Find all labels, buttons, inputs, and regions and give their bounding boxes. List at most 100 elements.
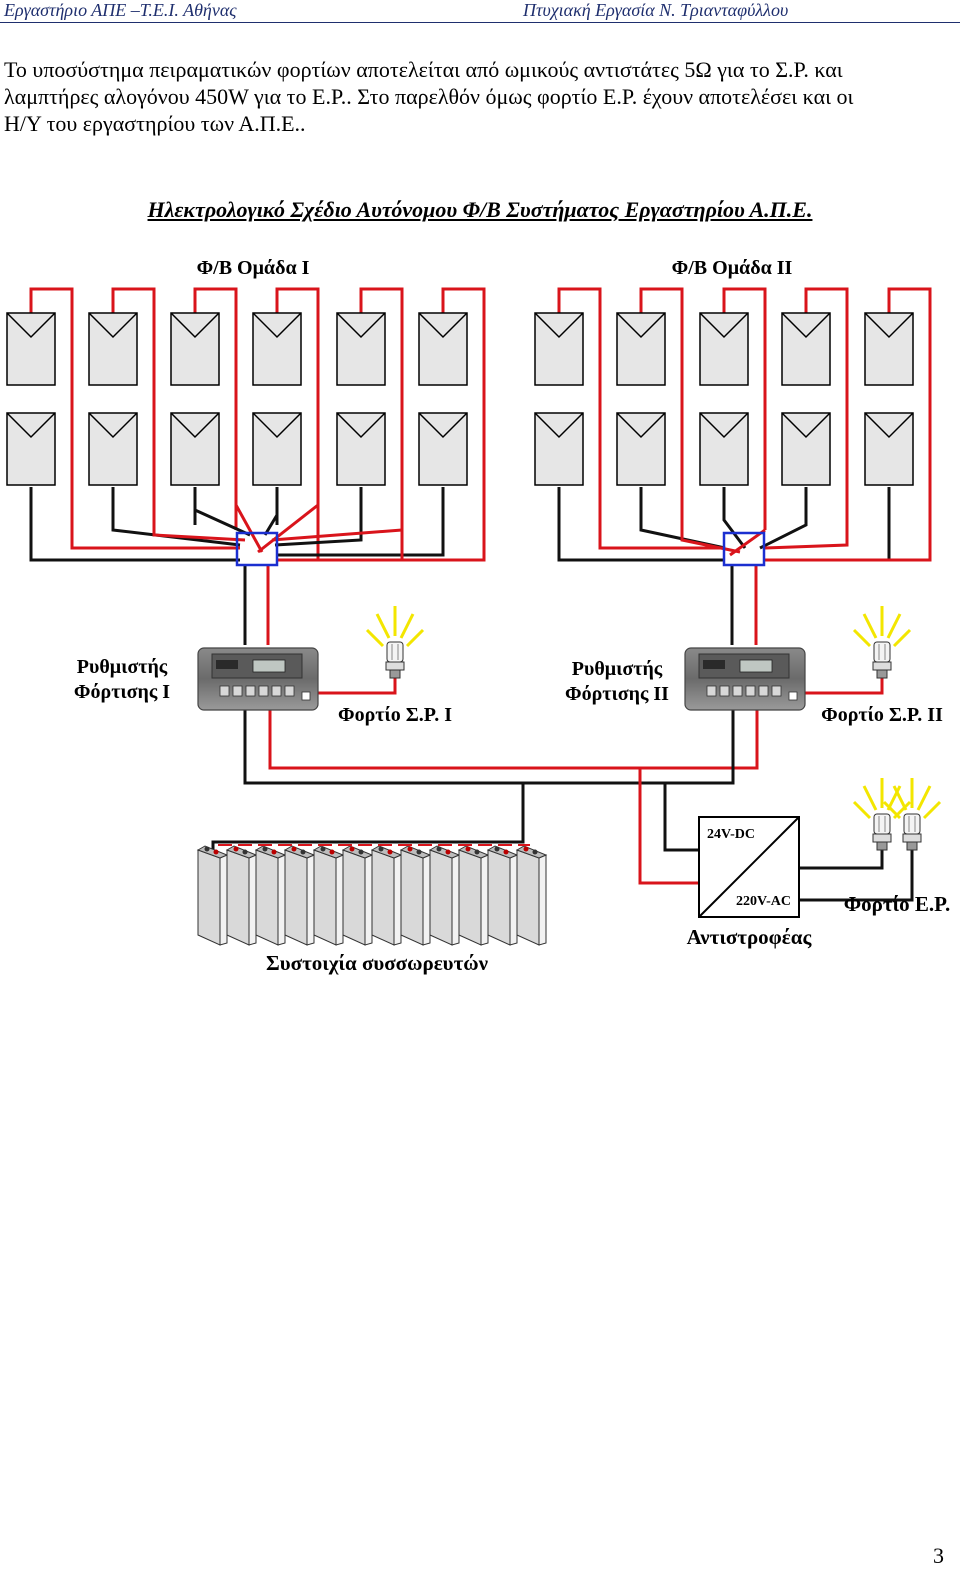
negative-wire bbox=[759, 487, 808, 550]
page-number: 3 bbox=[933, 1543, 944, 1568]
battery-cell bbox=[341, 845, 374, 946]
group1-label: Φ/Β Ομάδα I bbox=[197, 257, 310, 279]
negative-wire bbox=[799, 850, 914, 902]
battery-label: Συστοιχία συσσωρευτών bbox=[266, 951, 489, 975]
battery-cell bbox=[428, 845, 461, 946]
lamps bbox=[365, 606, 942, 851]
pv-panel bbox=[418, 412, 468, 486]
positive-wire bbox=[70, 530, 240, 550]
battery-cell bbox=[515, 845, 548, 946]
header-left: Εργαστήριο ΑΠΕ –Τ.Ε.Ι. Αθήνας bbox=[4, 0, 237, 20]
negative-wire bbox=[799, 850, 884, 870]
group2-label: Φ/Β Ομάδα II bbox=[672, 257, 793, 279]
battery-cell bbox=[486, 845, 519, 946]
positive-wire bbox=[359, 287, 404, 560]
junction-box bbox=[235, 531, 279, 567]
pv-panel bbox=[699, 412, 749, 486]
paragraph-line: λαμπτήρες αλογόνου 450W για το Ε.Ρ.. Στο… bbox=[4, 84, 854, 109]
pv-panel bbox=[864, 412, 914, 486]
load-ac-label: Φορτίο Ε.Ρ. bbox=[844, 892, 951, 916]
pv-panel bbox=[336, 312, 386, 386]
negative-wire bbox=[278, 487, 445, 557]
positive-wire bbox=[598, 530, 725, 550]
battery-cell bbox=[370, 845, 403, 946]
positive-wire bbox=[557, 287, 602, 530]
pv-panel bbox=[781, 312, 831, 386]
battery-cell bbox=[399, 845, 432, 946]
positive-wire bbox=[29, 287, 74, 530]
battery-cell bbox=[283, 845, 316, 946]
battery-cell bbox=[196, 845, 229, 946]
header-divider bbox=[0, 22, 960, 23]
positive-wire bbox=[111, 287, 156, 530]
lamp-icon bbox=[882, 778, 942, 851]
positive-wire bbox=[638, 768, 699, 885]
battery-cell bbox=[457, 845, 490, 946]
pv-panel bbox=[170, 312, 220, 386]
positive-wire bbox=[234, 504, 264, 553]
negative-wire bbox=[193, 487, 251, 537]
positive-wire bbox=[804, 287, 849, 530]
negative-wire bbox=[211, 783, 525, 850]
battery-cell bbox=[312, 845, 345, 946]
controller2-label-line1: Ρυθμιστής bbox=[572, 658, 663, 680]
positive-wire bbox=[805, 678, 884, 695]
negative-wire bbox=[274, 487, 363, 547]
battery-bank bbox=[196, 844, 548, 946]
positive-wire bbox=[271, 528, 404, 560]
positive-wire bbox=[193, 287, 238, 530]
pv-panel bbox=[88, 412, 138, 486]
pv-panel bbox=[6, 412, 56, 486]
controller1-label-line2: Φόρτισης I bbox=[74, 681, 170, 703]
header-right: Πτυχιακή Εργασία Ν. Τριανταφύλλου bbox=[523, 0, 789, 20]
positive-wire bbox=[765, 289, 932, 562]
pv-panel bbox=[6, 312, 56, 386]
lamp-icon bbox=[852, 778, 912, 851]
inverter-output-label: 220V-AC bbox=[736, 894, 791, 909]
pv-panel bbox=[418, 312, 468, 386]
charge-controller bbox=[197, 647, 319, 711]
negative-wire bbox=[111, 487, 241, 547]
inverter-label: Αντιστροφέας bbox=[687, 925, 813, 949]
positive-wire bbox=[639, 287, 684, 530]
positive-wire bbox=[152, 530, 246, 542]
electrical-diagram: Φ/Β Ομάδα I Φ/Β Ομάδα II Ρυθμιστής Φόρτι… bbox=[6, 257, 951, 975]
negative-wire bbox=[765, 487, 891, 562]
negative-wire bbox=[663, 783, 699, 852]
negative-wire bbox=[640, 710, 735, 785]
negative-wire bbox=[557, 487, 725, 562]
lamp-icon bbox=[852, 606, 912, 679]
charge-controllers bbox=[197, 647, 806, 711]
pv-panel bbox=[699, 312, 749, 386]
positive-wire bbox=[680, 530, 741, 554]
junction-box bbox=[722, 531, 766, 567]
negative-wire bbox=[722, 487, 747, 549]
inverter: 24V-DC 220V-AC bbox=[698, 816, 800, 918]
pv-panel bbox=[336, 412, 386, 486]
pv-panel bbox=[616, 412, 666, 486]
diagram-title: Ηλεκτρολογικό Σχέδιο Αυτόνομου Φ/Β Συστή… bbox=[147, 197, 813, 222]
pv-panel bbox=[616, 312, 666, 386]
pv-panel bbox=[88, 312, 138, 386]
positive-wire bbox=[257, 503, 319, 554]
junction-boxes bbox=[235, 531, 766, 567]
pv-panel bbox=[534, 412, 584, 486]
positive-wire bbox=[722, 287, 767, 530]
lamp-icon bbox=[365, 606, 425, 679]
controller1-label-line1: Ρυθμιστής bbox=[77, 656, 168, 678]
paragraph-line: Η/Υ του εργαστηρίου των Α.Π.Ε.. bbox=[4, 111, 306, 136]
battery-cell bbox=[225, 845, 258, 946]
load-dc1-label: Φορτίο Σ.Ρ. I bbox=[338, 704, 452, 726]
negative-wire bbox=[29, 487, 240, 562]
positive-wire bbox=[318, 678, 397, 695]
wiring bbox=[29, 287, 932, 902]
positive-wire bbox=[764, 530, 849, 550]
pv-panel bbox=[252, 412, 302, 486]
inverter-input-label: 24V-DC bbox=[707, 827, 755, 842]
pv-panels bbox=[6, 312, 914, 486]
intro-paragraph: Το υποσύστημα πειραματικών φορτίων αποτε… bbox=[4, 56, 954, 137]
positive-wire bbox=[278, 289, 486, 562]
negative-wire bbox=[263, 487, 279, 536]
pv-panel bbox=[534, 312, 584, 386]
controller2-label-line2: Φόρτισης II bbox=[565, 683, 669, 705]
